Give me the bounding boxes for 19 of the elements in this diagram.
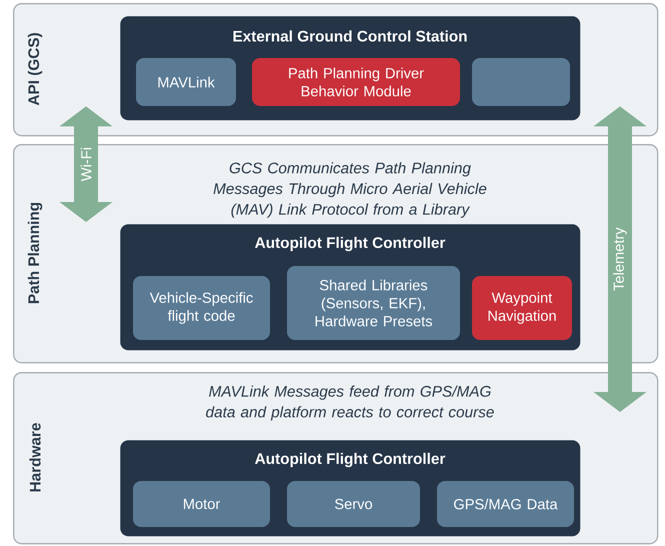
module-box: [472, 58, 570, 106]
module-box: Vehicle-Specific flight code: [133, 276, 270, 340]
description-text: MAVLink Messages feed from GPS/MAG data and platform reacts to correct course: [206, 386, 494, 420]
box-heading: External Ground Control Station: [233, 30, 467, 42]
module-box: Servo: [287, 481, 420, 527]
module-box: Path Planning Driver Behavior Module: [252, 58, 460, 106]
module-box: GPS/MAG Data: [437, 481, 574, 527]
box-heading: Autopilot Flight Controller: [255, 236, 446, 252]
module-box: Shared Libraries (Sensors, EKF), Hardware Presets: [287, 266, 460, 340]
module-box: MAVLink: [136, 58, 236, 106]
description-text: GCS Communicates Path Planning Messages Through Micro Aerial Vehicle (MAV) Link Protocol from a Library: [214, 162, 486, 218]
arrow-label: Telemetry: [612, 226, 628, 292]
arrow-label: Wi-Fi: [79, 146, 93, 183]
module-box: Waypoint Navigation: [472, 276, 572, 340]
layer-label: API (GCS): [28, 33, 42, 106]
box-heading: Autopilot Flight Controller: [255, 452, 446, 468]
layer-label: Hardware: [29, 423, 41, 492]
layer-label: Path Planning: [28, 202, 42, 304]
module-box: Motor: [133, 481, 270, 527]
